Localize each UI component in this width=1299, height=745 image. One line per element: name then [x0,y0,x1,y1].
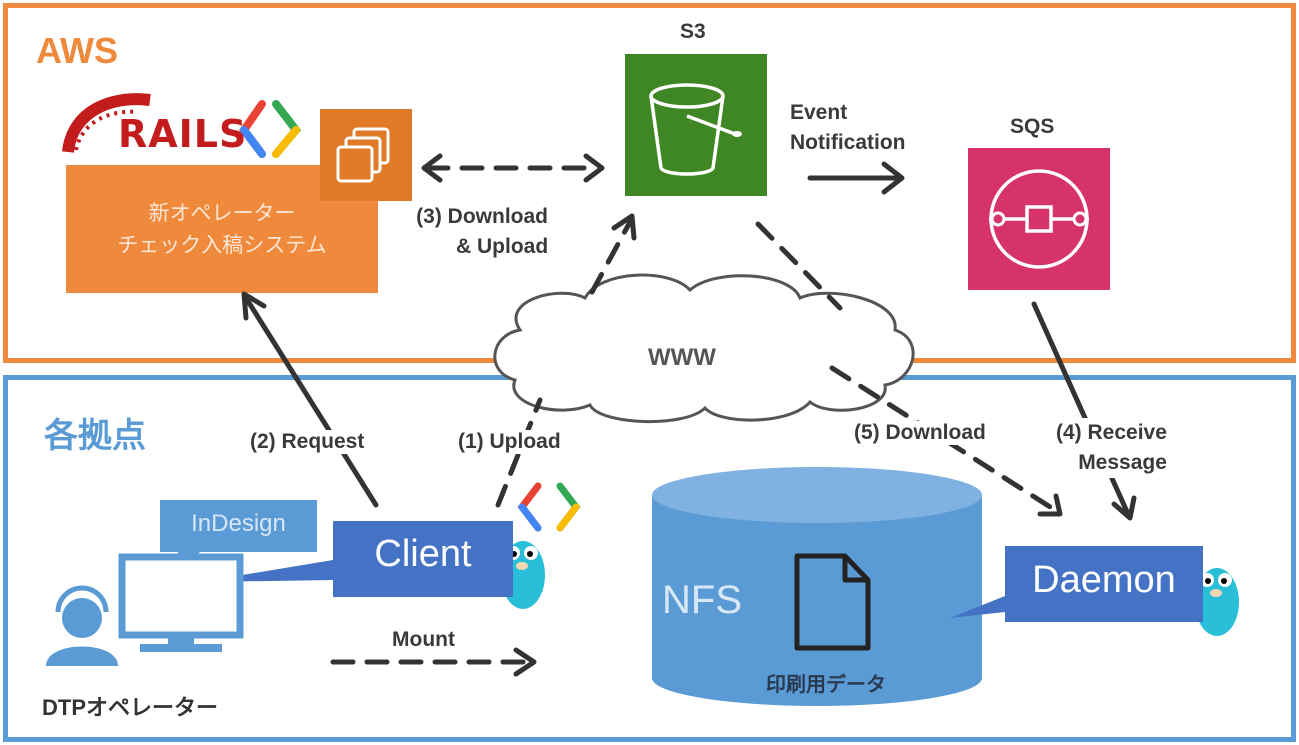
download-label: (5) Download [850,421,990,445]
aws-zone-title: AWS [36,30,119,71]
download-upload-label-line2: & Upload [456,235,549,258]
s3-bucket-icon [625,54,767,196]
go-logo-icon [239,100,302,158]
event-label-line2: Notification [790,131,906,154]
system-label: 新オペレーター チェック入稿システム [66,198,378,262]
request-arrow [241,291,379,508]
receive-message-label: (4) Receive Message [1052,418,1171,478]
download-upload-label: (3) Download & Upload [412,202,553,262]
event-notification-label: Event Notification [790,98,906,158]
nfs-label: NFS [662,578,742,622]
event-label-line1: Event [790,101,848,124]
daemon-label: Daemon [1032,559,1176,601]
daemon-box [1005,546,1203,622]
receive-label-line1: (4) Receive [1056,421,1167,444]
site-zone-title: 各拠点 [44,417,146,455]
download-upload-arrow [421,153,605,183]
indesign-label: InDesign [191,510,286,537]
sqs-queue-icon [968,148,1110,290]
system-label-line1: 新オペレーター [148,202,296,225]
cloud-icon [493,273,915,423]
www-label: WWW [648,344,716,371]
client-label: Client [374,533,472,575]
mount-label: Mount [392,628,455,651]
print-data-label: 印刷用データ [766,674,886,696]
go-logo-icon-client [517,482,581,532]
sqs-title: SQS [1010,115,1055,138]
ec2-icon [320,109,412,201]
download-upload-label-line1: (3) Download [416,205,548,228]
upload-arrow [495,213,637,508]
gopher-icon-daemon [1195,568,1239,636]
receive-label-line2: Message [1078,451,1167,474]
indesign-bubble [160,500,317,552]
monitor-icon [118,553,244,652]
document-icon [794,553,871,651]
operator-icon [46,585,118,666]
dtp-operator-label: DTPオペレーター [42,695,219,720]
event-notification-arrow [807,161,905,195]
rails-logo-text: RAILS [118,112,248,156]
request-label: (2) Request [246,430,369,454]
client-box [333,521,513,597]
mount-arrow [330,647,537,677]
download-arrow [755,221,1063,517]
s3-title: S3 [680,20,706,43]
daemon-bubble-tail [950,596,1005,618]
system-label-line2: チェック入稿システム [117,234,327,257]
receive-message-arrow [1031,301,1137,521]
rails-logo [62,93,151,153]
upload-label: (1) Upload [454,430,565,454]
